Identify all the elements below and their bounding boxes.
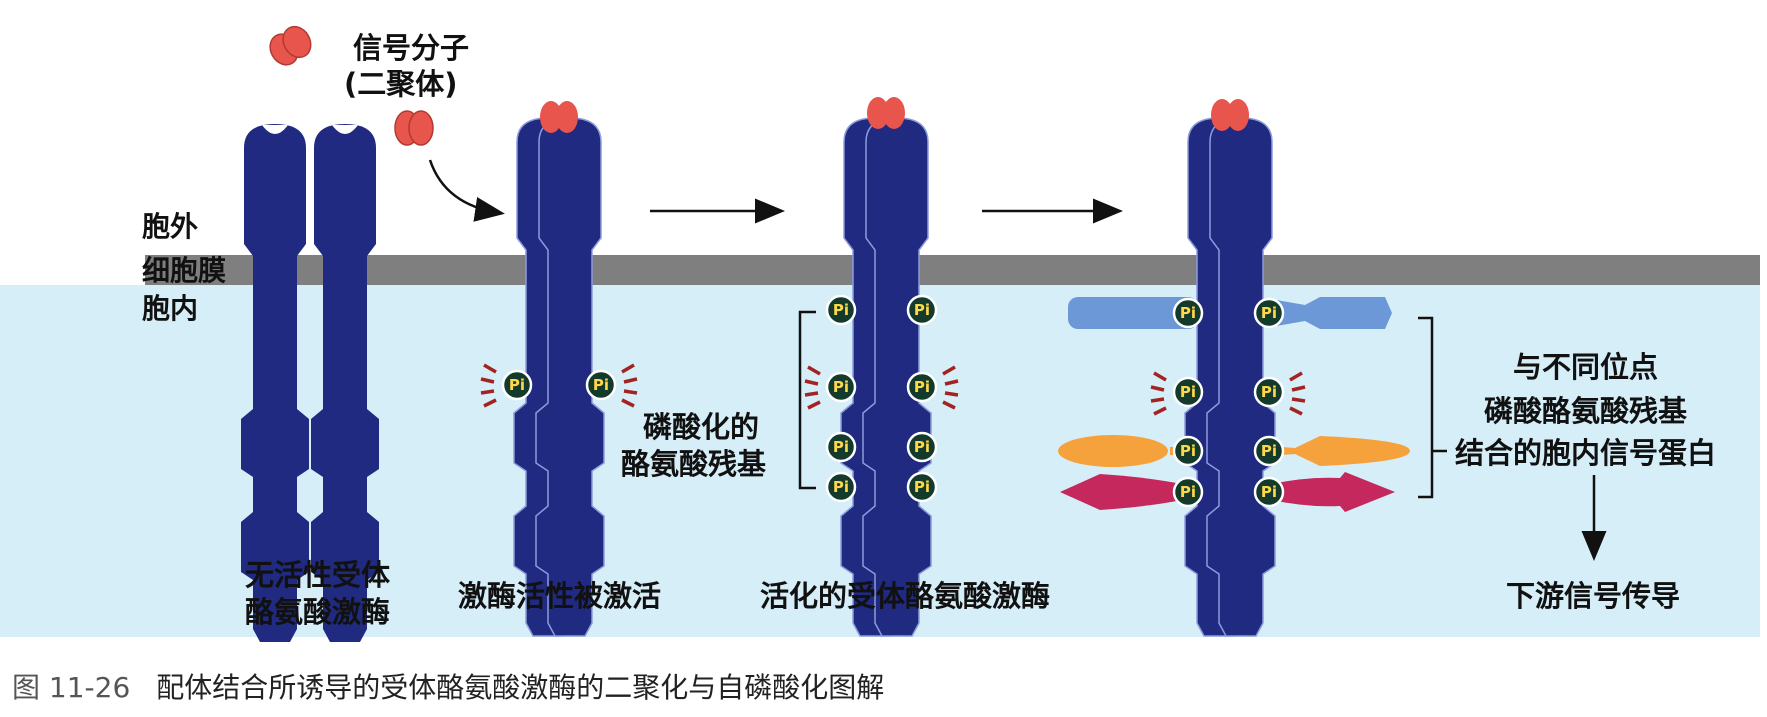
phospho-tyrosine-label-line1: 磷酸化的 [643, 410, 759, 444]
svg-text:Pi: Pi [1261, 483, 1277, 501]
magenta-signal-proteins [1060, 472, 1395, 512]
svg-text:Pi: Pi [833, 438, 849, 456]
inactive-receptor-label-line2: 酪氨酸激酶 [245, 595, 390, 629]
rtk-dimerization-diagram: 信号分子 (二聚体) 胞外 细胞膜 胞内 无活性受体 酪氨酸激酶 Pi Pi 激… [0, 25, 1760, 642]
binding-proteins-label-line1: 与不同位点 [1513, 350, 1658, 384]
membrane-label: 细胞膜 [142, 254, 226, 287]
svg-text:Pi: Pi [833, 378, 849, 396]
kinase-activated-label: 激酶活性被激活 [458, 579, 661, 613]
svg-text:Pi: Pi [1180, 442, 1196, 460]
figure-title: 配体结合所诱导的受体酪氨酸激酶的二聚化与自磷酸化图解 [156, 671, 885, 704]
svg-text:Pi: Pi [1180, 304, 1196, 322]
signal-molecule-label-line2: (二聚体) [344, 67, 458, 101]
svg-text:Pi: Pi [914, 301, 930, 319]
figure-caption: 图 11-26 配体结合所诱导的受体酪氨酸激酶的二聚化与自磷酸化图解 [12, 666, 884, 706]
inactive-receptor-label-line1: 无活性受体 [245, 558, 391, 592]
svg-text:Pi: Pi [914, 478, 930, 496]
activity-marks-3 [804, 365, 959, 410]
signal-dimer-2 [540, 101, 578, 133]
svg-text:Pi: Pi [914, 438, 930, 456]
binding-notch-left [262, 125, 288, 134]
activity-marks-2 [480, 363, 638, 408]
blue-signal-protein-right [1265, 297, 1392, 329]
binding-proteins-label-line3: 结合的胞内信号蛋白 [1455, 436, 1716, 470]
pi-pair-2: Pi Pi [501, 369, 617, 401]
svg-text:Pi: Pi [593, 376, 609, 394]
cell-membrane [145, 255, 1760, 285]
phospho-bracket [798, 310, 816, 490]
phospho-tyrosine-label-line2: 酪氨酸残基 [621, 447, 767, 481]
binding-proteins-bracket [1418, 316, 1434, 499]
activity-marks-4 [1150, 371, 1306, 416]
signal-molecule-label-line1: 信号分子 [353, 31, 469, 65]
svg-text:Pi: Pi [1261, 383, 1277, 401]
svg-text:Pi: Pi [509, 376, 525, 394]
svg-text:Pi: Pi [1180, 383, 1196, 401]
signal-molecule-dimer-free [394, 110, 434, 146]
receptor-dimer-4 [1184, 117, 1276, 637]
svg-text:Pi: Pi [833, 301, 849, 319]
svg-text:Pi: Pi [1180, 483, 1196, 501]
svg-text:Pi: Pi [1261, 442, 1277, 460]
svg-text:Pi: Pi [1261, 304, 1277, 322]
extracellular-label: 胞外 [141, 210, 198, 243]
pi-residues-4: Pi Pi Pi Pi Pi Pi Pi Pi [1172, 297, 1285, 508]
signal-dimer-3 [867, 97, 905, 129]
figure-number: 图 11-26 [12, 671, 131, 704]
activated-receptor-label: 活化的受体酪氨酸激酶 [760, 579, 1050, 613]
svg-text:Pi: Pi [914, 378, 930, 396]
svg-text:Pi: Pi [833, 478, 849, 496]
binding-arrow [428, 159, 505, 222]
binding-notch-right [332, 125, 358, 134]
pi-residues-3: Pi Pi Pi Pi Pi Pi Pi Pi [825, 294, 938, 503]
downstream-label: 下游信号传导 [1506, 579, 1680, 613]
binding-proteins-label-line2: 磷酸酪氨酸残基 [1484, 394, 1688, 428]
signal-molecule-dimer-top [269, 25, 312, 66]
intracellular-label: 胞内 [141, 292, 198, 325]
signal-dimer-4 [1211, 99, 1249, 131]
blue-signal-protein-left [1068, 297, 1198, 329]
